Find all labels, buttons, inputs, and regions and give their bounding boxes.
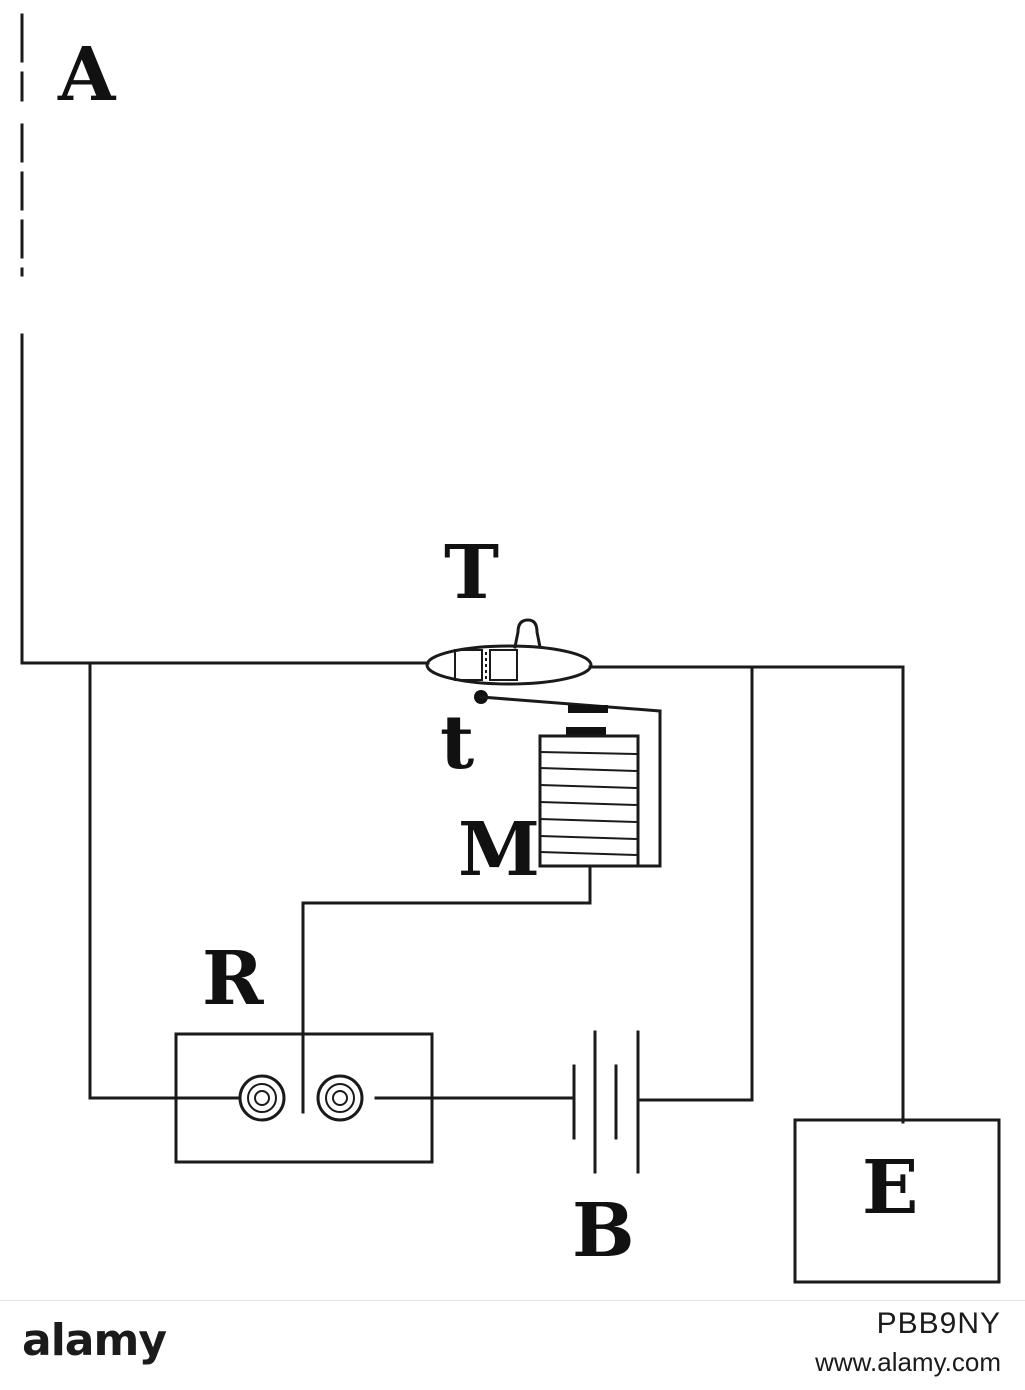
label-relay: R [202, 936, 264, 1022]
tapper [474, 690, 662, 868]
magnet-relay-wire [301, 864, 592, 1114]
right-branch-wire [638, 665, 754, 1102]
label-coherer: T [444, 530, 499, 616]
electromagnet-coil [538, 734, 640, 868]
coherer-tube [425, 618, 593, 686]
site-url: www.alamy.com [815, 1347, 1001, 1377]
alamy-logo: alamy [22, 1315, 167, 1366]
earth-box [793, 1118, 1001, 1284]
label-antenna: A [57, 32, 117, 118]
watermark-footer: alamy PBB9NY www.alamy.com [0, 1300, 1025, 1390]
label-battery: B [572, 1188, 635, 1274]
image-id: PBB9NY [876, 1307, 1001, 1340]
circuit-diagram: A T t M R B E [20, 13, 1001, 1284]
label-earth: E [862, 1145, 918, 1231]
relay [174, 1032, 434, 1164]
battery [572, 1030, 640, 1174]
label-magnet: M [458, 807, 540, 893]
label-tapper: t [440, 700, 474, 786]
left-branch-wire [88, 661, 242, 1100]
